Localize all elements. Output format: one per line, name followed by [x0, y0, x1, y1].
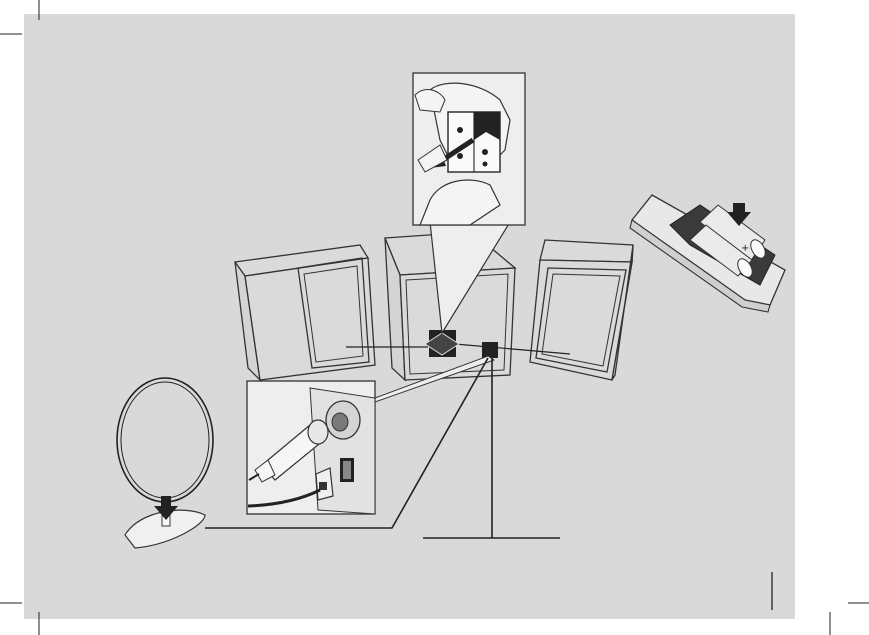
- left-speaker: [235, 245, 375, 380]
- antenna-jack-closeup-icon: [247, 381, 375, 514]
- right-speaker: [530, 240, 633, 380]
- svg-text:+: +: [741, 243, 749, 254]
- antenna-jack: [482, 342, 498, 358]
- speaker-terminal-closeup-icon: [413, 73, 525, 225]
